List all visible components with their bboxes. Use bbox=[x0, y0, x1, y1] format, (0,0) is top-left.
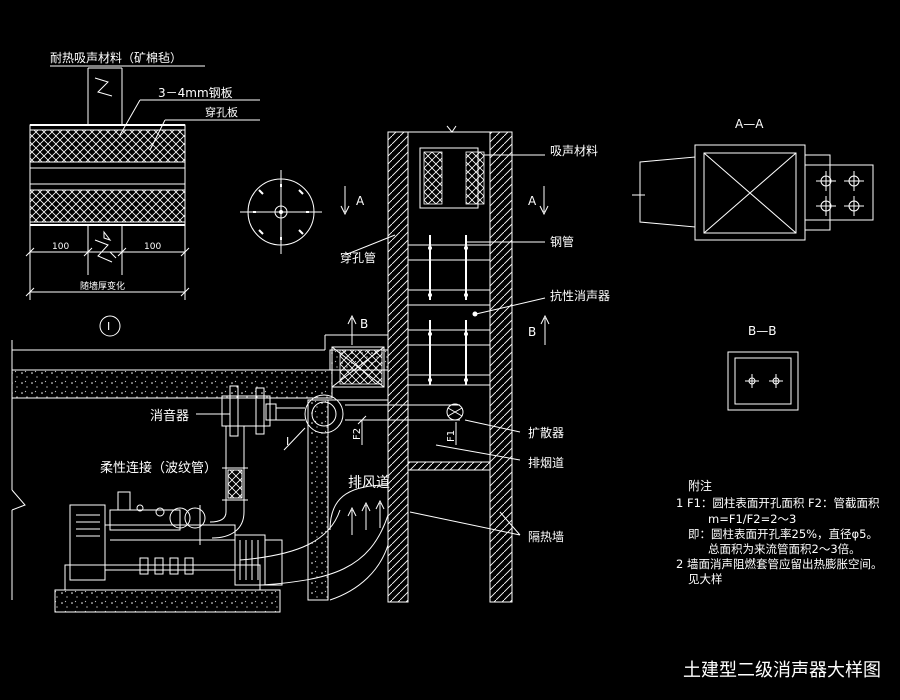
section-aa-title: A—A bbox=[735, 117, 764, 131]
exhaust-duct bbox=[11, 399, 389, 601]
section-b-right-label: B bbox=[528, 325, 536, 339]
section-marker-a-right bbox=[539, 186, 549, 216]
label-insulation-wall: 隔热墙 bbox=[528, 530, 564, 544]
exhaust-pipes bbox=[169, 385, 464, 545]
mark-i-label: I bbox=[286, 435, 289, 448]
label-diffuser: 扩散器 bbox=[528, 425, 564, 440]
section-bb bbox=[727, 351, 799, 411]
section-marker-b-left bbox=[347, 314, 357, 345]
detail-dim-right: 100 bbox=[144, 242, 161, 252]
label-silencer: 消音器 bbox=[150, 408, 189, 424]
label-flexible-joint: 柔性连接（波纹管） bbox=[100, 460, 217, 476]
ceiling-slab bbox=[11, 334, 389, 415]
notes-line2: m=F1/F2=2～3 bbox=[708, 512, 796, 526]
notes-line3: 即：圆柱表面开孔率25%，直径φ5。 bbox=[688, 527, 878, 541]
notes: 附注 1 F1：圆柱表面开孔面积 F2：管截面积 m=F1/F2=2～3 即：圆… bbox=[676, 478, 882, 586]
notes-line4: 总面积为来流管面积2～3倍。 bbox=[708, 542, 861, 556]
cylinder-end-view bbox=[240, 170, 322, 254]
section-aa bbox=[632, 144, 874, 241]
smoke-stack bbox=[387, 125, 513, 603]
f2-label: F2 bbox=[352, 428, 363, 440]
section-marker-a-left bbox=[340, 186, 350, 216]
mark-i-leader bbox=[283, 427, 306, 451]
detail-dim-left: 100 bbox=[52, 242, 69, 252]
section-a-left-label: A bbox=[356, 194, 365, 208]
drawing-title: 土建型二级消声器大样图 bbox=[683, 660, 881, 681]
label-steel-pipe: 钢管 bbox=[550, 234, 574, 249]
section-marker-b-right bbox=[540, 314, 550, 345]
section-bb-title: B—B bbox=[748, 324, 776, 338]
f1-label: F1 bbox=[446, 430, 457, 442]
label-perforated-pipe: 穿孔管 bbox=[340, 250, 376, 265]
detail-mark: I bbox=[107, 320, 110, 333]
notes-line5: 2 墙面消声阻燃套管应留出热膨胀空间。 bbox=[676, 557, 882, 571]
leader-lines bbox=[196, 154, 546, 536]
section-a-right-label: A bbox=[528, 194, 537, 208]
detail-dim-bottom: 随墙厚变化 bbox=[80, 280, 125, 292]
detail-perforated-label: 穿孔板 bbox=[205, 105, 238, 119]
label-smoke-duct: 排烟道 bbox=[528, 456, 564, 470]
detail-plate-label: 3－4mm钢板 bbox=[158, 86, 233, 100]
notes-line6: 见大样 bbox=[688, 572, 723, 586]
label-sound-absorbing: 吸声材料 bbox=[550, 144, 598, 158]
notes-heading: 附注 bbox=[688, 478, 712, 493]
generator-set bbox=[54, 491, 283, 613]
detail-i bbox=[25, 65, 260, 337]
detail-material-label: 耐热吸声材料（矿棉毡） bbox=[50, 51, 182, 65]
section-b-left-label: B bbox=[360, 317, 368, 331]
label-exhaust-duct: 排风道 bbox=[348, 475, 390, 491]
notes-line1: 1 F1：圆柱表面开孔面积 F2：管截面积 bbox=[676, 496, 880, 510]
label-resistive-silencer: 抗性消声器 bbox=[550, 288, 610, 303]
